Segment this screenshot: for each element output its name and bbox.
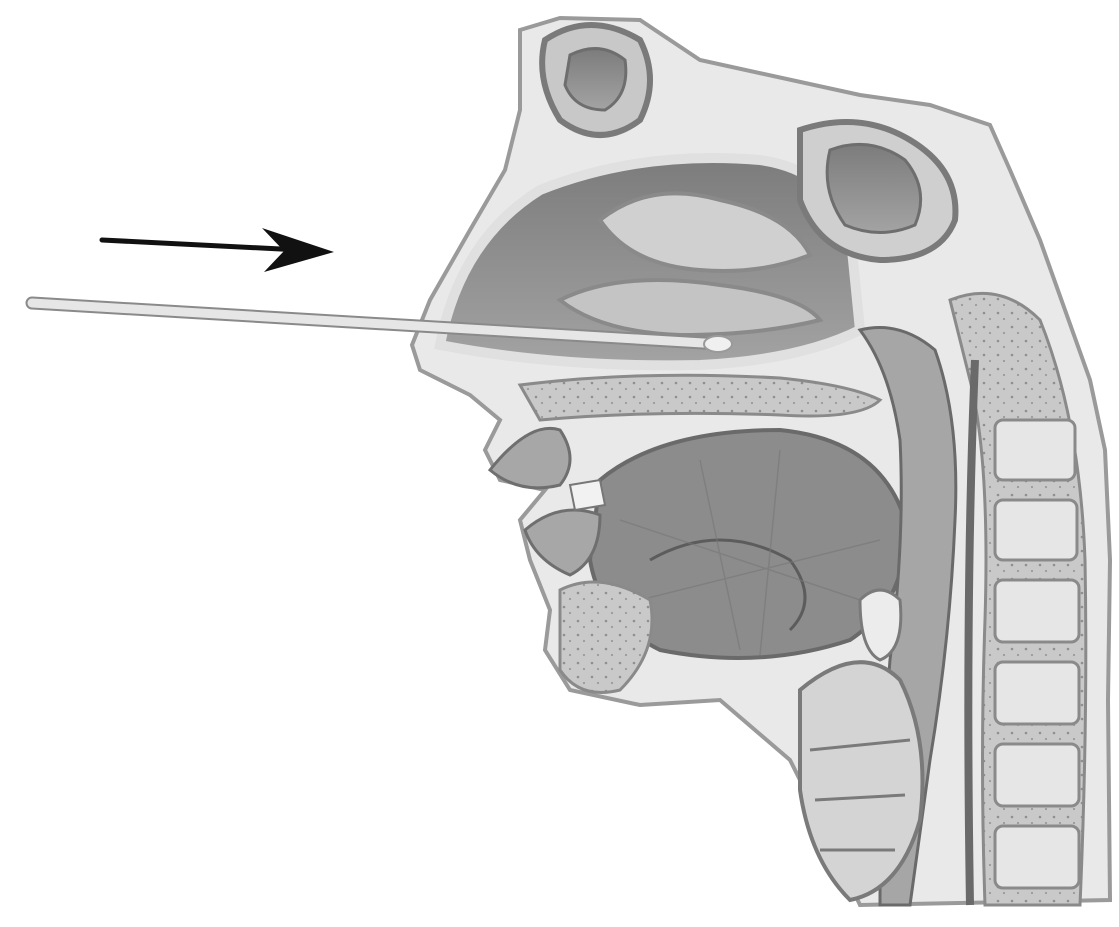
frontal-sinus [542,25,650,135]
direction-arrow [102,228,334,272]
